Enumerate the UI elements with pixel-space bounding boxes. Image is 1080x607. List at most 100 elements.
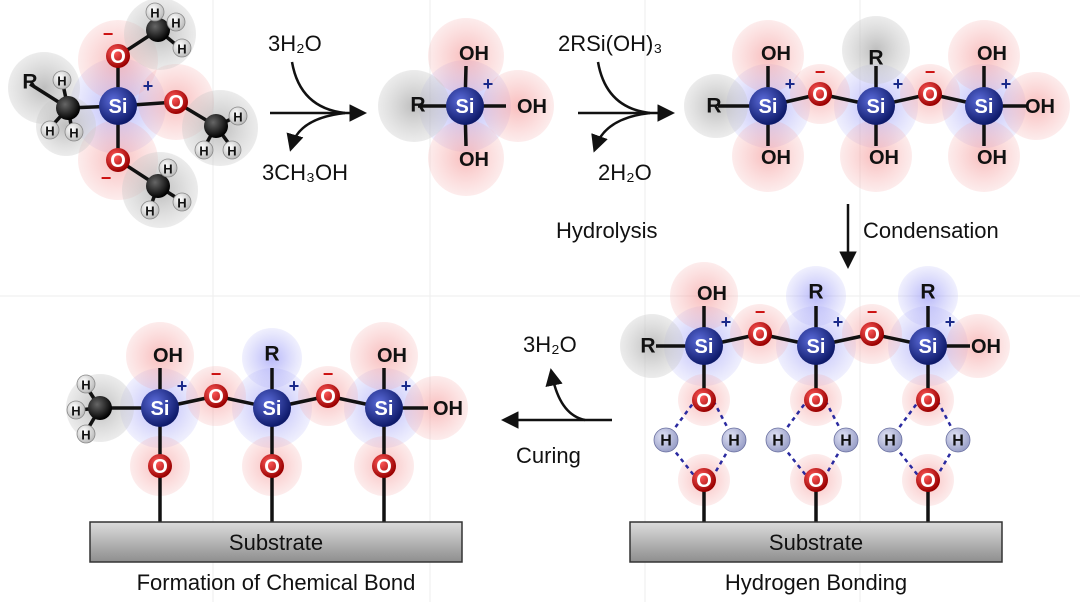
hydrogen-bond <box>936 401 960 441</box>
substrate-left-label: Substrate <box>229 530 323 555</box>
hydrogen-atom <box>158 158 178 178</box>
positive-charge: + <box>1001 74 1012 94</box>
hydrogen-atom <box>140 200 160 220</box>
positive-charge: + <box>483 74 494 94</box>
oxygen-label: O <box>752 324 768 346</box>
substrate-right-label: Substrate <box>769 530 863 555</box>
hydrogen-atom <box>228 106 248 126</box>
negative-cloud <box>350 322 418 390</box>
silicon-label: Si <box>975 96 994 118</box>
positive-charge: + <box>785 74 796 94</box>
hbond-hydrogen-atom <box>721 427 747 453</box>
oxygen-atom <box>804 388 828 412</box>
water-curing-label: 3H₂O <box>523 332 577 357</box>
silicon-atom <box>685 327 723 365</box>
carbon-atom <box>88 396 112 420</box>
hydroxyl-label: OH <box>697 283 727 305</box>
hydrogen-label: H <box>177 196 186 211</box>
hydrogen-atom <box>172 38 192 58</box>
hydroxyl-label: OH <box>869 147 899 169</box>
silicon-label: Si <box>375 398 394 420</box>
oxygen-label: O <box>812 84 828 106</box>
hydrogen-bond <box>824 401 848 441</box>
oxygen-atom <box>692 388 716 412</box>
negative-cloud <box>948 20 1020 92</box>
hydrogen-label: H <box>69 126 78 141</box>
positive-charge: + <box>401 376 412 396</box>
arrow-hydrolysis-1 <box>270 61 367 152</box>
r-group-label: R <box>868 47 883 70</box>
hydrogen-label: H <box>177 42 186 57</box>
hydroxyl-label: OH <box>517 96 547 118</box>
silicon-atom <box>857 87 895 125</box>
positive-charge: + <box>289 376 300 396</box>
oxygen-atom <box>916 468 940 492</box>
hbond-hydrogen-atom <box>945 427 971 453</box>
negative-cloud <box>404 376 468 440</box>
hydrogen-atom <box>76 424 96 444</box>
negative-cloud <box>482 70 554 142</box>
oxygen-label: O <box>110 150 126 172</box>
oxygen-label: O <box>376 456 392 478</box>
hydrogen-label: H <box>81 428 90 443</box>
negative-cloud <box>428 18 504 94</box>
oxygen-label: O <box>808 470 824 492</box>
r-group-label: R <box>410 94 425 117</box>
neutral-cloud <box>842 16 910 84</box>
silicon-atom <box>909 327 947 365</box>
hbond-hydrogen-atom <box>653 427 679 453</box>
oxygen-atom <box>164 90 188 114</box>
hbond-hydrogen-label: H <box>840 433 852 450</box>
r-group-label: R <box>22 71 37 94</box>
negative-cloud <box>126 322 194 390</box>
hydrogen-atom <box>145 2 165 22</box>
hydrogen-label: H <box>227 144 236 159</box>
r-group-label: R <box>264 343 279 366</box>
silicon-label: Si <box>759 96 778 118</box>
negative-charge: − <box>867 302 878 322</box>
hydroxyl-label: OH <box>971 336 1001 358</box>
hydrogen-atom <box>64 122 84 142</box>
oxygen-atom <box>748 322 772 346</box>
oxygen-atom <box>204 384 228 408</box>
hydrogen-label: H <box>45 124 54 139</box>
silicon-atom <box>749 87 787 125</box>
oxygen-label: O <box>168 92 184 114</box>
neutral-cloud <box>684 74 748 138</box>
negative-charge: − <box>815 62 826 82</box>
hbond-hydrogen-label: H <box>660 433 672 450</box>
neutral-cloud <box>620 314 684 378</box>
hydrogen-label: H <box>233 110 242 125</box>
negative-charge: − <box>323 364 334 384</box>
oxygen-atom <box>916 388 940 412</box>
positive-charge: + <box>945 312 956 332</box>
negative-cloud <box>946 314 1010 378</box>
substrate-left: Substrate <box>89 521 463 563</box>
positive-charge: + <box>893 74 904 94</box>
silicon-atom <box>99 87 137 125</box>
condensation-label: Condensation <box>863 218 999 243</box>
water-out-label: 2H₂O <box>598 160 652 185</box>
hydroxyl-label: OH <box>1025 96 1055 118</box>
silicon-atom <box>965 87 1003 125</box>
oxygen-label: O <box>696 390 712 412</box>
negative-cloud <box>1002 72 1070 140</box>
silicon-atom <box>446 87 484 125</box>
negative-charge: − <box>103 24 114 44</box>
oxygen-label: O <box>922 84 938 106</box>
positive-cloud <box>898 266 958 326</box>
oxygen-atom <box>918 82 942 106</box>
hbond-hydrogen-label: H <box>884 433 896 450</box>
oxygen-atom <box>692 468 716 492</box>
positive-cloud <box>242 328 302 388</box>
positive-charge: + <box>721 312 732 332</box>
negative-cloud <box>428 120 504 196</box>
r-group-label: R <box>920 281 935 304</box>
arrow-curing <box>501 368 612 429</box>
oxygen-label: O <box>864 324 880 346</box>
hbond-hydrogen-label: H <box>952 433 964 450</box>
hydrogen-label: H <box>71 404 80 419</box>
negative-cloud <box>840 120 912 192</box>
oxygen-label: O <box>110 46 126 68</box>
positive-charge: + <box>833 312 844 332</box>
